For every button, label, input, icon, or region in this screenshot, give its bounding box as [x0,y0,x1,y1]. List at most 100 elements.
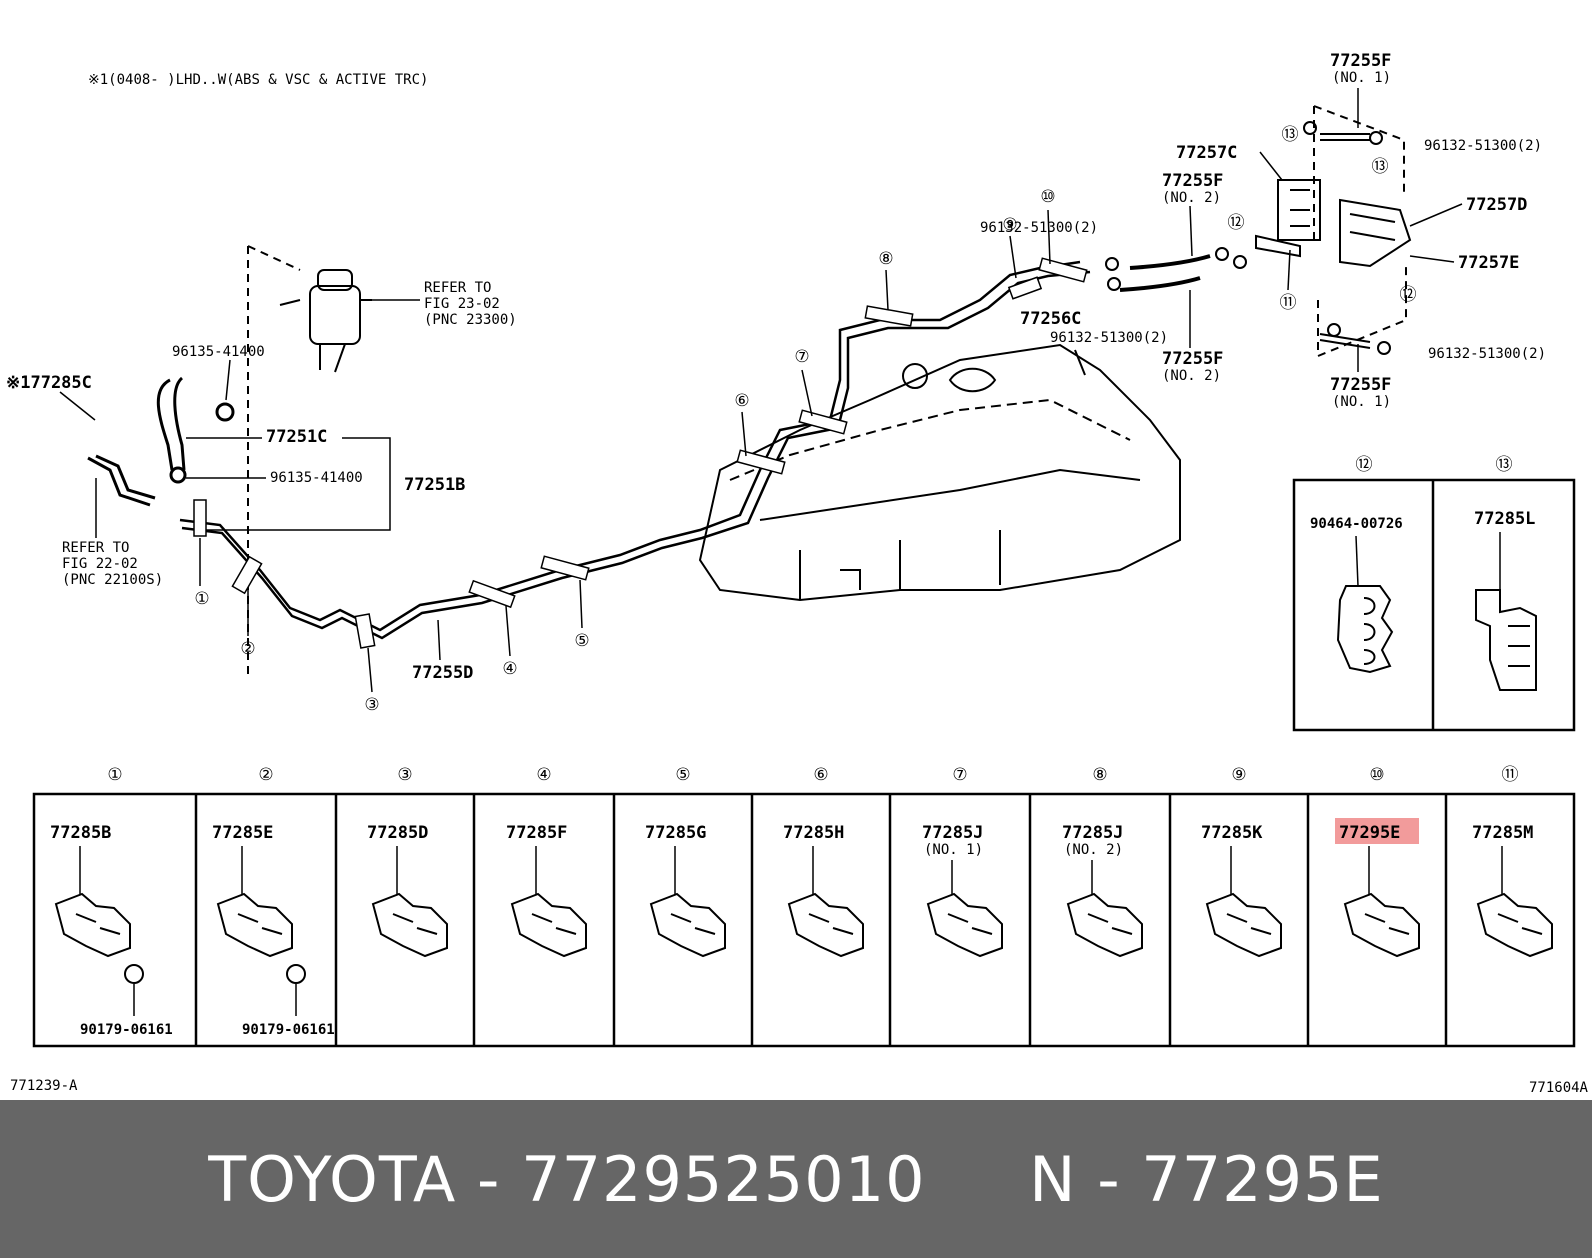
nut-icon [286,964,306,984]
part-77257d: 77257D [1466,195,1527,215]
clamp-icon [649,892,726,958]
grid-cell-number: ⑩ [1369,765,1384,785]
part-77255f-bot: 77255F [1330,375,1391,395]
callout-2: ② [240,639,255,659]
clamp-icon [510,892,587,958]
pipe-clamps [193,257,1088,649]
part-number-banner: TOYOTA - 7729525010 N - 77295E [0,1100,1592,1258]
clamp-icon [371,892,448,958]
part-96132-d: 96132-51300(2) [1428,346,1546,362]
part-77257e: 77257E [1458,253,1519,273]
part-77255f-low-no: (NO. 2) [1162,368,1221,384]
grid-cell-number: ⑪ [1502,765,1519,785]
clamp-icon [216,892,293,958]
part-77251c: 77251C [266,427,327,447]
left-hose-group [87,376,235,507]
clamp-grid: ① 77285B 90179-06161 ② 77285E 90179-06161 ③ 772… [32,765,1576,1048]
clamp-icon [1476,892,1553,958]
part-96135-b: 96135-41400 [270,470,363,486]
part-77255f-mid-no: (NO. 2) [1162,190,1221,206]
grid-cell-number: ② [258,765,273,785]
part-77255f-mid: 77255F [1162,171,1223,191]
grid-part-number: 77285B [50,823,111,843]
inset-part-12: 90464-00726 [1310,516,1403,532]
grid-cell-number: ④ [536,765,551,785]
part-number-title: TOYOTA - 7729525010 N - 77295E [208,1142,1384,1216]
callout-3: ③ [364,695,379,715]
grid-part-number: 77285K [1201,823,1263,843]
grid-cell-number: ① [107,765,122,785]
refer-23-line1: REFER TO [424,280,491,296]
grid-part-number: 77285J [922,823,983,843]
grid-cell-number: ③ [397,765,412,785]
part-77255f-bot-no: (NO. 1) [1332,394,1391,410]
refer-23-line2: FIG 23-02 [424,296,500,312]
clip-90464-icon [1336,585,1394,674]
part-96132-b: 96132-51300(2) [1424,138,1542,154]
refer-22-line3: (PNC 22100S) [62,572,163,588]
grid-part-sub: (NO. 1) [924,842,983,858]
callout-5: ⑤ [574,631,589,651]
grid-part-number: 77285M [1472,823,1533,843]
clamp-icon [1343,892,1420,958]
inset-panel: ⑫ ⑬ 90464-00726 77285L [1292,455,1576,732]
part-96132-a: 96132-51300(2) [980,220,1098,236]
callout-8: ⑧ [878,249,893,269]
part-96135-a: 96135-41400 [172,344,265,360]
grid-cell-number: ⑧ [1092,765,1107,785]
grid-cell-number: ⑥ [813,765,828,785]
grid-cell-number: ⑨ [1231,765,1246,785]
callout-11: ⑪ [1280,293,1297,313]
part-77255d: 77255D [412,663,473,683]
figure-id-left: 771239-A [10,1078,78,1094]
callout-9: ⑨ [1002,215,1017,235]
grid-bolt-number: 90179-06161 [80,1022,173,1038]
inset-num-13: ⑬ [1496,455,1513,475]
pipe-callouts: ① ② ③ ④ ⑤ ⑥ ⑦ ⑧ ⑨ ⑩ [194,187,1055,715]
refer-22-line1: REFER TO [62,540,129,556]
grid-part-number: 77285E [212,823,273,843]
callout-12b: ⑫ [1400,285,1417,305]
inset-num-12: ⑫ [1356,455,1373,475]
part-77251b: 77251B [404,475,465,495]
clamp-icon [787,892,864,958]
highlight-marker [1335,818,1419,844]
clamp-icon [1066,892,1143,958]
part-96132-c: 96132-51300(2) [1050,330,1168,346]
callout-4: ④ [502,659,517,679]
part-77255f-top-no: (NO. 1) [1332,70,1391,86]
callout-10: ⑩ [1040,187,1055,207]
callout-13a: ⑬ [1282,125,1299,145]
grid-cell-number: ⑤ [675,765,690,785]
grid-part-number: 77295E [1339,823,1400,843]
part-77257c: 77257C [1176,143,1237,163]
callout-13b: ⑬ [1372,157,1389,177]
clamp-icon [1205,892,1282,958]
figure-id-right: 771604A [1529,1080,1589,1096]
grid-part-sub: (NO. 2) [1064,842,1123,858]
bracket-assembly-77257 [1255,105,1412,358]
parts-diagram: ※1(0408- )LHD..W(ABS & VSC & ACTIVE TRC)… [6,51,1589,1096]
grid-part-number: 77285G [645,823,706,843]
grid-part-number: 77285D [367,823,428,843]
callout-1: ① [194,589,209,609]
inset-part-13: 77285L [1474,509,1535,529]
callout-12a: ⑫ [1228,213,1245,233]
callout-6: ⑥ [734,391,749,411]
grid-bolt-number: 90179-06161 [242,1022,335,1038]
grid-part-number: 77285J [1062,823,1123,843]
nut-icon [124,964,144,984]
fuel-filter-assembly [247,245,372,680]
clamp-icon [54,892,131,958]
refer-23-line3: (PNC 23300) [424,312,517,328]
callout-7: ⑦ [794,347,809,367]
fuel-pipe-77255d [179,260,1091,640]
evap-hose-group [1105,247,1247,292]
applicability-note: ※1(0408- )LHD..W(ABS & VSC & ACTIVE TRC) [88,72,428,88]
fuel-tank [698,343,1181,602]
refer-22-line2: FIG 22-02 [62,556,138,572]
part-177285c: ※177285C [6,373,92,393]
part-77255f-top: 77255F [1330,51,1391,71]
grid-part-number: 77285F [506,823,567,843]
grid-part-number: 77285H [783,823,844,843]
